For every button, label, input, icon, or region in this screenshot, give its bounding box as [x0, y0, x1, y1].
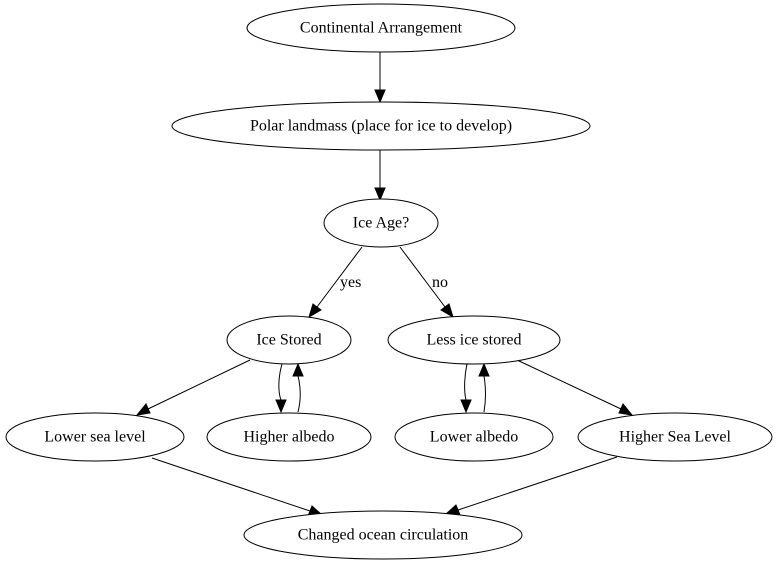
node-label-higheralbedo: Higher albedo [243, 429, 334, 446]
edge-label-yes: yes [340, 274, 361, 291]
node-label-continental: Continental Arrangement [300, 20, 463, 37]
edge-iceage-to-lessice [399, 246, 454, 319]
edge-continental-to-polar [374, 52, 386, 104]
edges [135, 52, 634, 517]
edge-iceage-to-icestored [308, 246, 363, 319]
node-label-lessice: Less ice stored [426, 332, 521, 349]
node-label-lowersea: Lower sea level [44, 429, 146, 446]
node-label-highersea: Higher Sea Level [619, 429, 732, 446]
edge-polar-to-iceage [374, 150, 386, 202]
edge-icestored-to-lowersea [135, 359, 251, 416]
edge-highersea-to-ocean [444, 456, 618, 516]
node-less-ice-stored: Less ice stored [387, 315, 561, 365]
node-ice-age: Ice Age? [323, 198, 439, 248]
node-changed-ocean-circulation: Changed ocean circulation [243, 510, 523, 560]
edge-lowersea-to-ocean [151, 457, 324, 517]
edge-icestored-to-higheralbedo [275, 363, 287, 414]
node-continental-arrangement: Continental Arrangement [246, 3, 516, 53]
node-label-polar: Polar landmass (place for ice to develop… [250, 118, 512, 135]
node-higher-sea-level: Higher Sea Level [577, 412, 773, 462]
node-label-icestored: Ice Stored [256, 332, 321, 349]
node-polar-landmass: Polar landmass (place for ice to develop… [171, 101, 591, 151]
node-lower-albedo: Lower albedo [394, 412, 554, 462]
edge-lessice-to-loweralbedo [460, 363, 472, 414]
edge-higheralbedo-to-icestored [292, 362, 304, 413]
edge-lessice-to-highersea [516, 359, 634, 416]
node-label-ocean: Changed ocean circulation [298, 527, 469, 544]
edge-loweralbedo-to-lessice [478, 362, 490, 413]
node-label-loweralbedo: Lower albedo [430, 429, 518, 446]
node-higher-albedo: Higher albedo [206, 412, 372, 462]
node-label-iceage: Ice Age? [353, 215, 409, 232]
node-ice-stored: Ice Stored [226, 315, 352, 365]
node-lower-sea-level: Lower sea level [5, 412, 185, 462]
edge-label-no: no [432, 274, 448, 291]
